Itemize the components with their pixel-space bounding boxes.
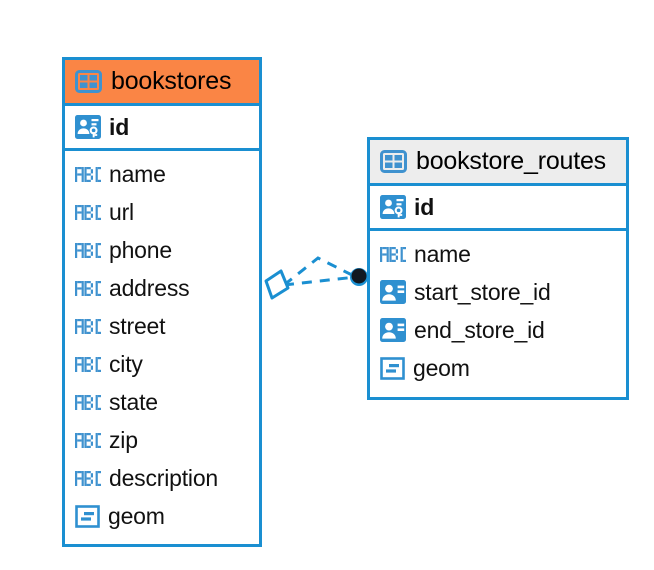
field-name: start_store_id	[414, 278, 551, 305]
field-row-end-store-id[interactable]: end_store_id	[370, 311, 626, 349]
field-row-city[interactable]: city	[65, 345, 259, 383]
field-row-url[interactable]: url	[65, 193, 259, 231]
foreign-key-icon	[380, 280, 406, 304]
field-name: end_store_id	[414, 316, 545, 343]
text-abc-icon	[75, 394, 101, 410]
field-name: name	[109, 160, 166, 187]
field-row-primary-key[interactable]: id	[65, 106, 259, 151]
text-abc-icon	[75, 280, 101, 296]
field-name: zip	[109, 426, 138, 453]
field-row-state[interactable]: state	[65, 383, 259, 421]
field-row-address[interactable]: address	[65, 269, 259, 307]
field-name: id	[414, 193, 435, 220]
entity-title: bookstore_routes	[416, 147, 606, 175]
field-row-start-store-id[interactable]: start_store_id	[370, 273, 626, 311]
field-name: name	[414, 240, 471, 267]
entity-header-bookstore-routes[interactable]: bookstore_routes	[370, 140, 626, 186]
field-row-geom[interactable]: geom	[370, 349, 626, 387]
geometry-icon	[380, 356, 405, 380]
field-row-primary-key[interactable]: id	[370, 186, 626, 231]
field-row-name[interactable]: name	[370, 235, 626, 273]
field-name: city	[109, 350, 143, 377]
text-abc-icon	[75, 470, 101, 486]
field-row-street[interactable]: street	[65, 307, 259, 345]
text-abc-icon	[75, 242, 101, 258]
field-row-description[interactable]: description	[65, 459, 259, 497]
table-grid-icon	[380, 150, 407, 173]
entity-table-bookstore-routes[interactable]: bookstore_routes id	[367, 137, 629, 400]
entity-title: bookstores	[111, 67, 232, 95]
geometry-icon	[75, 504, 100, 528]
target-dot-marker	[350, 268, 368, 286]
field-row-name[interactable]: name	[65, 155, 259, 193]
primary-key-icon	[380, 195, 406, 219]
field-name: url	[109, 198, 134, 225]
field-name: address	[109, 274, 190, 301]
relation-line-lower	[283, 275, 357, 287]
entity-header-bookstores[interactable]: bookstores	[65, 60, 259, 106]
text-abc-icon	[75, 432, 101, 448]
field-name: id	[109, 113, 130, 140]
relation-line-upper	[283, 256, 357, 287]
field-name: street	[109, 312, 166, 339]
field-row-geom[interactable]: geom	[65, 497, 259, 535]
text-abc-icon	[380, 246, 406, 262]
field-name: geom	[413, 354, 470, 381]
field-list-bookstore-routes: name start_store_id	[370, 231, 626, 393]
table-grid-icon	[75, 70, 102, 93]
field-list-bookstores: name url	[65, 151, 259, 541]
field-name: state	[109, 388, 158, 415]
field-row-zip[interactable]: zip	[65, 421, 259, 459]
text-abc-icon	[75, 318, 101, 334]
field-name: phone	[109, 236, 172, 263]
primary-key-icon	[75, 115, 101, 139]
field-name: description	[109, 464, 219, 491]
text-abc-icon	[75, 166, 101, 182]
field-row-phone[interactable]: phone	[65, 231, 259, 269]
field-name: geom	[108, 502, 165, 529]
entity-table-bookstores[interactable]: bookstores id	[62, 57, 262, 547]
source-diamond-marker	[264, 269, 290, 300]
text-abc-icon	[75, 204, 101, 220]
foreign-key-icon	[380, 318, 406, 342]
text-abc-icon	[75, 356, 101, 372]
